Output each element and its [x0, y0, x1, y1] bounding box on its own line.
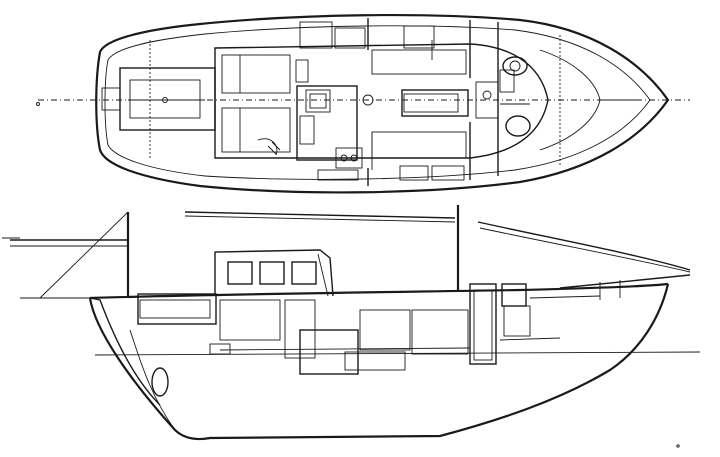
profile-window-1 [227, 261, 253, 285]
plan-sink [305, 89, 331, 113]
plan-stove [335, 147, 363, 169]
profile-transom [89, 297, 161, 406]
plan-aft-berth [221, 54, 291, 94]
plan-hatch-fwd-2 [505, 115, 531, 137]
profile-waterline [94, 351, 701, 356]
corner-mark [676, 444, 680, 448]
plan-settee-starboard [371, 49, 467, 75]
profile-main-boom [184, 211, 456, 219]
plan-cabin-trunk [214, 43, 549, 159]
plan-saloon-table [401, 89, 469, 117]
profile-cockpit [137, 293, 217, 325]
plan-settee-port [371, 131, 467, 159]
profile-cabin-house [214, 249, 334, 297]
plan-head [475, 81, 499, 119]
profile-forestay [477, 221, 691, 271]
plan-view [36, 13, 690, 194]
plan-deck-line [104, 25, 651, 180]
plan-bow-mark [36, 102, 40, 106]
profile-window-3 [291, 261, 317, 285]
profile-bow [559, 274, 691, 289]
plan-hatch-fwd-1 [502, 56, 528, 76]
plan-cockpit-hatch [101, 87, 121, 111]
plan-compass [362, 94, 374, 106]
profile-sheer [89, 282, 669, 300]
plan-hull-outline [95, 13, 670, 194]
plan-cockpit-sole [129, 79, 201, 119]
plan-galley [296, 85, 358, 161]
profile-window-2 [259, 261, 285, 285]
profile-fwd-hatch [501, 283, 527, 307]
profile-hull-bottom [88, 283, 670, 441]
profile-view [2, 205, 701, 441]
profile-doorway [469, 283, 497, 365]
profile-rudder-aperture [151, 367, 169, 397]
